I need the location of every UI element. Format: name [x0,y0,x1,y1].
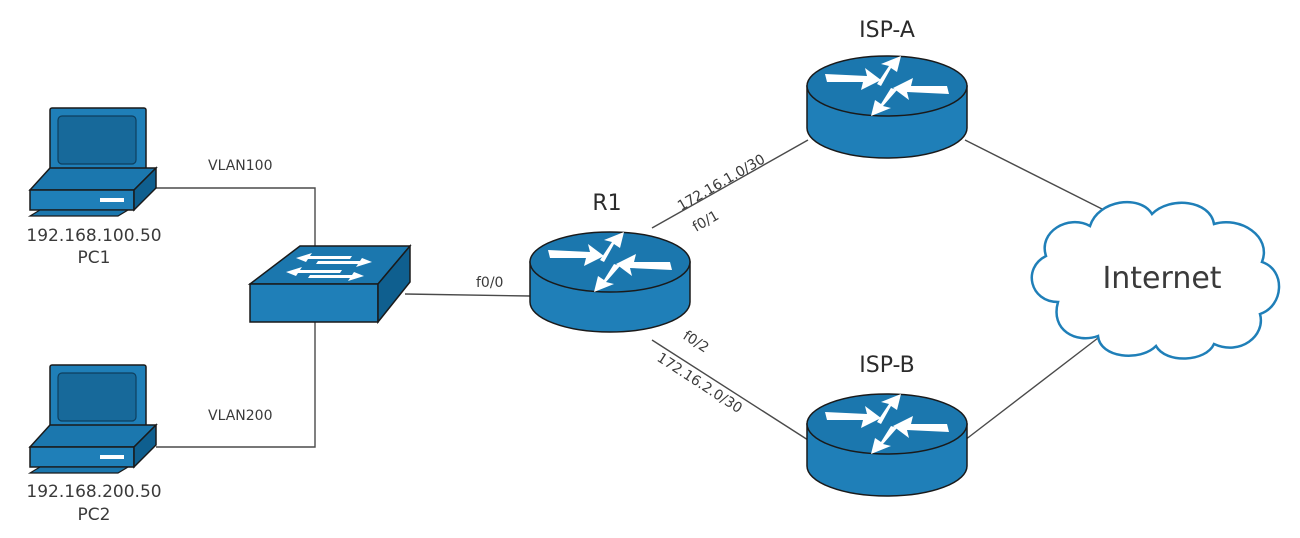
desktop-computer-icon [27,364,158,474]
vlan100-label: VLAN100 [208,158,272,174]
pc2-computer[interactable] [27,364,158,474]
link-pc2-switch [156,320,316,448]
link-r1-ispb [651,339,809,441]
r1-ispb-network-label: 172.16.2.0/30 [654,350,745,417]
switch-r1-interface-label: f0/0 [476,275,503,291]
links [156,139,1111,448]
isp-a-name-label: ISP-A [859,18,915,43]
link-switch-r1 [404,293,531,297]
pc1-name-label: PC1 [78,248,111,268]
router-icon [806,55,968,159]
pc1-ip-label: 192.168.100.50 [26,226,161,246]
isp-b-name-label: ISP-B [859,353,914,378]
link-pc1-switch [156,187,316,250]
switch-icon [247,243,412,325]
isp-b-router[interactable] [806,393,968,497]
router-icon [529,231,691,333]
cloud-icon [1030,200,1281,360]
r1-ispb-interface-label: f0/2 [680,328,712,356]
desktop-computer-icon [27,107,158,217]
r1-ispa-network-label: 172.16.1.0/30 [675,151,768,214]
link-ispb-internet [964,337,1099,441]
router-icon [806,393,968,497]
r1-router[interactable] [529,231,691,333]
vlan200-label: VLAN200 [208,408,272,424]
r1-name-label: R1 [592,191,621,216]
pc2-name-label: PC2 [78,505,111,525]
link-r1-ispa [651,139,809,229]
internet-cloud[interactable]: Internet [1030,200,1281,360]
r1-ispa-interface-label: f0/1 [690,208,722,236]
internet-label: Internet [1102,261,1221,296]
isp-a-router[interactable] [806,55,968,159]
pc1-computer[interactable] [27,107,158,217]
pc2-ip-label: 192.168.200.50 [26,482,161,502]
switch[interactable] [247,243,412,325]
link-ispa-internet [964,139,1111,214]
